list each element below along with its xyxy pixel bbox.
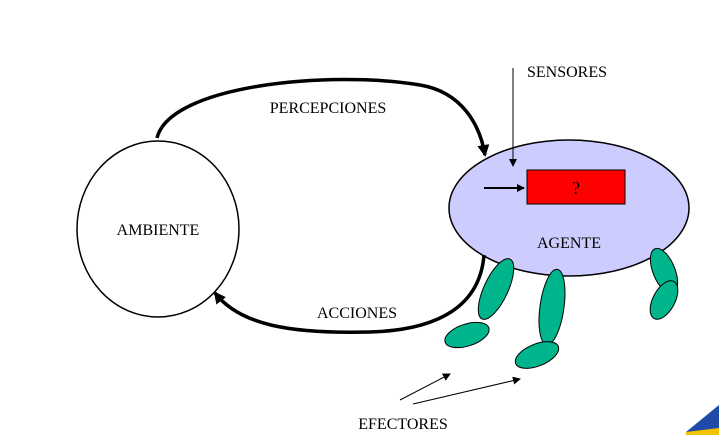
agente-label: AGENTE [537, 235, 601, 252]
agent-ellipse [448, 139, 690, 277]
acciones-arrow [213, 254, 486, 335]
effector-leg-1-foot [444, 321, 490, 349]
efectores-arrow-2 [412, 376, 521, 405]
acciones-label: ACCIONES [317, 305, 397, 322]
environment-ellipse [76, 140, 240, 318]
blue-triangle-logo-icon [686, 405, 719, 435]
effector-leg-2-upper [538, 268, 566, 346]
sensores-label: SENSORES [527, 64, 607, 81]
effector-leg-1-upper [477, 258, 515, 320]
percepciones-label: PERCEPCIONES [270, 100, 386, 117]
effector-leg-3-foot [649, 280, 679, 320]
effector-leg-2-foot [514, 341, 560, 369]
unknown-process-box [526, 169, 626, 205]
percepciones-arrow [155, 77, 490, 157]
unknown-process-label: ? [572, 178, 580, 198]
efectores-label: EFECTORES [358, 416, 448, 433]
efectores-arrow-1 [399, 373, 451, 401]
ambiente-label: AMBIENTE [117, 222, 200, 239]
